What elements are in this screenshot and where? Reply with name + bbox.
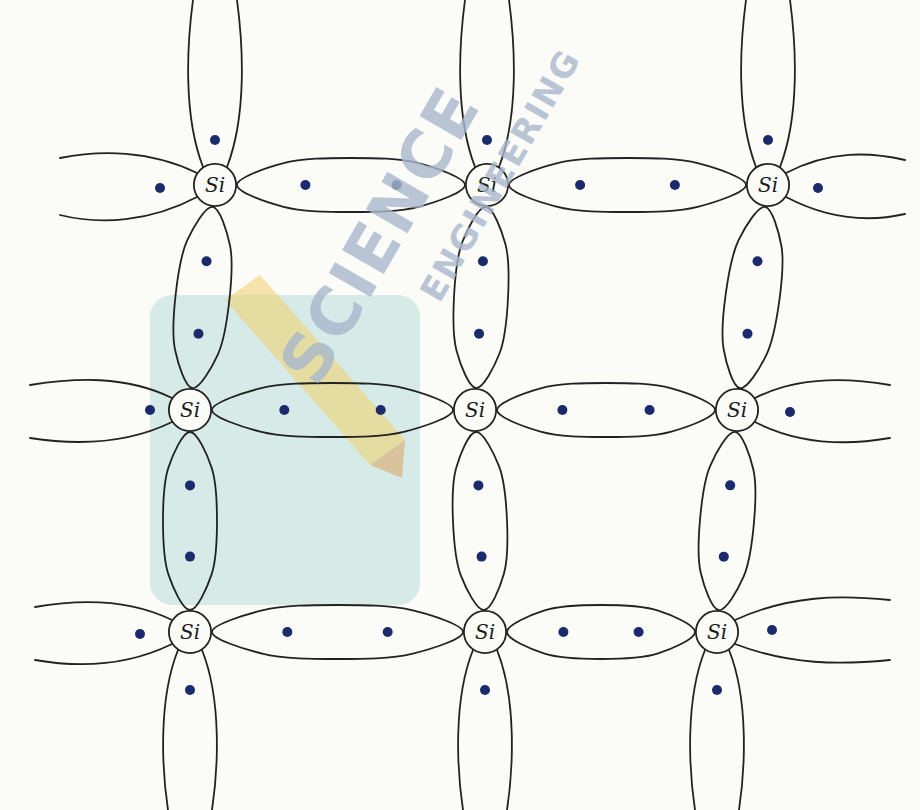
outer-bonds [30,0,905,810]
electron-dot [300,180,310,190]
silicon-atom: Si [746,163,790,207]
electron-dot [473,480,483,490]
element-symbol: Si [707,622,727,642]
covalent-bond [212,605,463,659]
electron-dot [477,552,487,562]
electron-dot [135,629,145,639]
electron-dot [282,627,292,637]
bond-outline [163,432,217,610]
atom-outline [747,164,789,206]
electron-dot [645,405,655,415]
electron-dot [482,135,492,145]
element-symbol: Si [180,400,200,420]
electron-dot [634,627,644,637]
outer-bond [786,154,905,218]
electron-dot [557,405,567,415]
covalent-bond [722,207,782,388]
silicon-atom: Si [168,610,212,654]
atom-outline [169,611,211,653]
electron-dot [185,480,195,490]
covalent-bond [507,605,695,659]
bond-outline [452,432,507,610]
electron-dot [743,329,753,339]
electron-dot [558,627,568,637]
electron-dot [185,685,195,695]
bond-outline [507,605,695,659]
silicon-atom: Si [193,163,237,207]
covalent-bond [698,432,755,610]
silicon-atom: Si [695,610,739,654]
logo-pencil-tip [370,440,405,478]
electron-dot [785,407,795,417]
outer-bond [735,597,890,662]
electron-dot [725,480,735,490]
electron-dot [763,135,773,145]
outer-bond [741,0,795,167]
covalent-bond [173,207,232,388]
covalent-bond [509,158,746,212]
outer-bond [35,602,172,664]
electron-dot [185,552,195,562]
outer-bond [690,650,744,810]
electron-dot [193,329,203,339]
electron-dot [145,405,155,415]
covalent-bond [163,432,217,610]
element-symbol: Si [180,622,200,642]
electron-dot [279,405,289,415]
silicon-atom: Si [168,388,212,432]
electron-dot [210,135,220,145]
element-symbol: Si [475,622,495,642]
bond-outline [698,432,755,610]
electron-dot [813,183,823,193]
outer-bond [60,153,197,220]
bond-outline [509,158,746,212]
electron-dot [383,627,393,637]
outer-bond [755,380,890,442]
element-symbol: Si [727,400,747,420]
electron-dot [474,329,484,339]
outer-bond [188,0,242,167]
electron-dot [376,405,386,415]
silicon-atom: Si [463,610,507,654]
atom-outline [194,164,236,206]
covalent-bond [497,383,715,437]
electron-dot [478,256,488,266]
electron-dot [767,625,777,635]
outer-bond [458,650,512,810]
electron-dot [719,552,729,562]
electron-dot [670,180,680,190]
atom-outline [716,389,758,431]
bond-outline [722,207,782,388]
electron-dot [752,256,762,266]
bond-outline [497,383,715,437]
outer-bond [163,650,217,810]
electron-dot [202,256,212,266]
electron-dot [155,183,165,193]
covalent-bond [452,432,507,610]
outer-bond [30,380,172,442]
atom-outline [454,389,496,431]
bond-outline [173,207,232,388]
bond-outline [212,605,463,659]
silicon-atom: Si [453,388,497,432]
element-symbol: Si [205,175,225,195]
atom-outline [696,611,738,653]
element-symbol: Si [758,175,778,195]
silicon-atom: Si [715,388,759,432]
electron-dot [575,180,585,190]
element-symbol: Si [465,400,485,420]
electron-dot [712,685,722,695]
electron-dot [480,685,490,695]
atom-outline [169,389,211,431]
atom-outline [464,611,506,653]
